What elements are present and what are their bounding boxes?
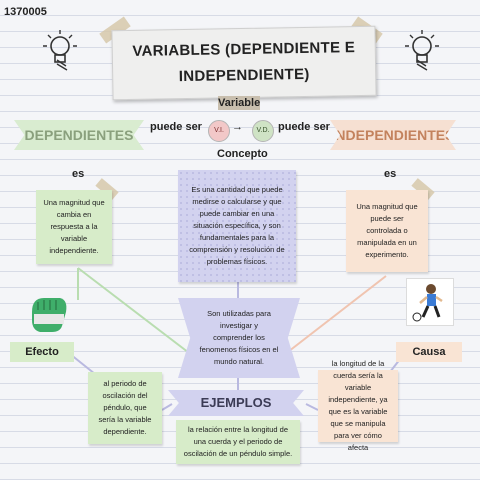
- dependientes-es: es: [72, 168, 85, 180]
- player-photo: [406, 278, 454, 326]
- efecto-example: al periodo de oscilación del péndulo, qu…: [98, 379, 152, 436]
- concept-definition-note: Es una cantidad que puede medirse o calc…: [178, 170, 296, 282]
- efecto-tag: Efecto: [10, 342, 74, 362]
- goalkeeper-glove-icon: [32, 298, 67, 332]
- dependientes-definition: Una magnitud que cambia en respuesta a l…: [43, 198, 105, 255]
- vi-circle: V.I.: [208, 120, 230, 142]
- puede-ser-right: puede ser: [278, 121, 330, 133]
- variable-label: Variable: [218, 96, 261, 110]
- puede-ser-left: puede ser: [150, 121, 202, 133]
- page-title: VARIABLES (DEPENDIENTE E INDEPENDIENTE): [132, 39, 356, 86]
- soccer-player-icon: [412, 284, 443, 322]
- image-id: 1370005: [4, 6, 47, 18]
- usage-band: Son utilizadas para investigar y compren…: [178, 298, 300, 378]
- causa-example: la longitud de la cuerda sería la variab…: [328, 359, 388, 452]
- causa-example-note: la longitud de la cuerda sería la variab…: [318, 359, 398, 452]
- efecto-example-note: al periodo de oscilación del péndulo, qu…: [88, 372, 162, 444]
- ejemplos-ribbon: EJEMPLOS: [168, 390, 304, 416]
- concepto-label: Concepto: [217, 148, 268, 160]
- dependientes-ribbon: DEPENDIENTES: [14, 120, 144, 150]
- independientes-definition: Una magnitud que puede ser controlada o …: [356, 202, 418, 259]
- title-card: VARIABLES (DEPENDIENTE E INDEPENDIENTE): [111, 25, 377, 101]
- independientes-es: es: [384, 168, 397, 180]
- independientes-ribbon: INDEPENDIENTES: [330, 120, 456, 150]
- concept-definition: Es una cantidad que puede medirse o calc…: [189, 185, 285, 266]
- lightbulb-icon: [43, 30, 77, 71]
- vd-circle: V.D.: [252, 120, 274, 142]
- ejemplos-description: la relación entre la longitud de una cue…: [183, 425, 293, 458]
- arrow-icon: →: [232, 121, 243, 133]
- usage-text: Son utilizadas para investigar y compren…: [199, 309, 279, 366]
- independientes-definition-note: Una magnitud que puede ser controlada o …: [346, 190, 428, 272]
- causa-tag: Causa: [396, 342, 462, 362]
- lightbulb-icon: [405, 30, 439, 71]
- ejemplos-description-note: la relación entre la longitud de una cue…: [176, 420, 300, 464]
- dependientes-definition-note: Una magnitud que cambia en respuesta a l…: [36, 190, 112, 264]
